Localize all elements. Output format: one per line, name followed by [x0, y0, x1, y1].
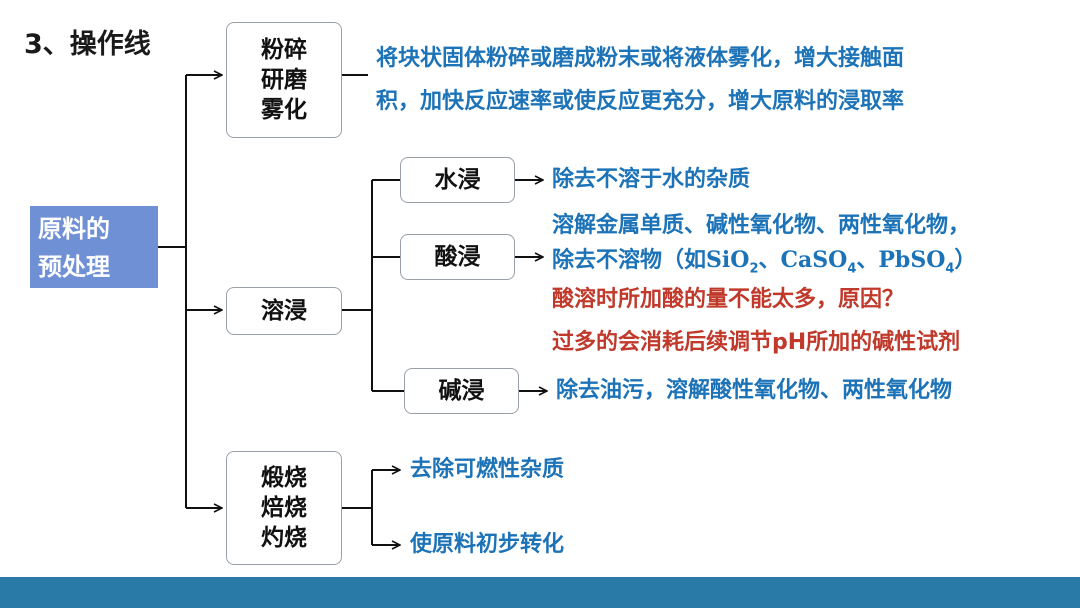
- root-label-line2: 预处理: [38, 253, 110, 281]
- calcine-label-3: 灼烧: [261, 525, 307, 551]
- grind-desc-line2: 积，加快反应速率或使反应更充分，增大原料的浸取率: [376, 89, 905, 114]
- water-leach-label: 水浸: [434, 167, 481, 193]
- acid-answer: 过多的会消耗后续调节pH所加的碱性试剂: [552, 330, 961, 355]
- leach-node: 溶浸: [226, 287, 342, 335]
- alkali-leach-node: 碱浸: [404, 368, 519, 414]
- grind-label-1: 粉碎: [261, 37, 307, 63]
- acid-desc-prefix: 除去不溶物（如: [552, 248, 707, 273]
- alkali-leach-desc: 除去油污，溶解酸性氧化物、两性氧化物: [556, 378, 953, 403]
- chem-sio2: SiO: [706, 247, 750, 273]
- water-leach-desc: 除去不溶于水的杂质: [552, 167, 751, 192]
- acid-desc-suffix: ）: [954, 248, 977, 273]
- acid-leach-label: 酸浸: [434, 244, 481, 270]
- acid-leach-desc-line2: 除去不溶物（如SiO2、CaSO4、PbSO4）: [552, 243, 976, 286]
- chem-sep-2: 、: [856, 248, 879, 273]
- grind-label-2: 研磨: [261, 67, 307, 93]
- section-heading: 3、操作线: [24, 29, 151, 60]
- acid-question: 酸溶时所加酸的量不能太多，原因？: [552, 287, 905, 312]
- calcine-desc-2: 使原料初步转化: [410, 532, 565, 557]
- grind-node: 粉碎 研磨 雾化: [226, 22, 342, 138]
- calcine-desc-1: 去除可燃性杂质: [410, 457, 565, 482]
- root-node: 原料的 预处理: [30, 206, 158, 288]
- leach-label: 溶浸: [261, 298, 307, 324]
- calcine-node: 煅烧 焙烧 灼烧: [226, 451, 342, 565]
- chem-sio2-sub: 2: [749, 261, 759, 277]
- calcine-label-1: 煅烧: [261, 465, 307, 491]
- water-leach-node: 水浸: [400, 157, 515, 203]
- footer-bar: [0, 577, 1080, 608]
- grind-desc-line1: 将块状固体粉碎或磨成粉末或将液体雾化，增大接触面: [376, 46, 905, 71]
- grind-label-3: 雾化: [261, 97, 307, 123]
- chem-caso4: CaSO: [780, 247, 848, 273]
- root-label-line1: 原料的: [38, 215, 110, 243]
- chem-pbso4: PbSO: [878, 247, 946, 273]
- acid-leach-desc-line1: 溶解金属单质、碱性氧化物、两性氧化物，: [552, 213, 971, 238]
- calcine-label-2: 焙烧: [261, 495, 307, 521]
- chem-caso4-sub: 4: [847, 261, 857, 277]
- acid-leach-node: 酸浸: [400, 234, 515, 280]
- alkali-leach-label: 碱浸: [438, 378, 485, 404]
- chem-sep-1: 、: [758, 248, 781, 273]
- chem-pbso4-sub: 4: [945, 261, 955, 277]
